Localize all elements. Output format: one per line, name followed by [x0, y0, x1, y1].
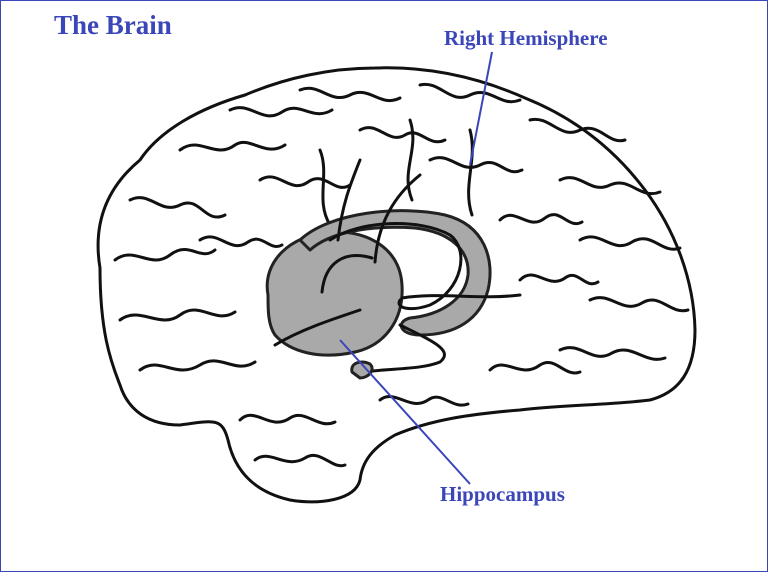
hippocampus-leader [339, 339, 471, 485]
gyrus [488, 361, 582, 375]
ventricle-line [400, 293, 522, 300]
gyrus [518, 273, 600, 286]
hippocampus-tail [363, 323, 446, 374]
gyrus [406, 118, 415, 202]
gyrus [118, 308, 237, 322]
gyrus [588, 296, 690, 313]
fornix-line [328, 222, 463, 311]
gyrus [498, 213, 584, 226]
gyrus [178, 140, 287, 152]
gyrus [138, 359, 257, 372]
gyrus [418, 82, 522, 104]
gyrus [318, 148, 332, 227]
ventricle-line [373, 173, 422, 264]
gyrus [558, 346, 667, 361]
gyrus [238, 413, 337, 426]
gyrus [258, 175, 352, 189]
gyrus [528, 117, 627, 143]
ventricle-line [320, 254, 374, 294]
gyrus [198, 235, 284, 248]
gyrus [228, 106, 334, 118]
gyrus [428, 156, 524, 174]
gyrus [253, 454, 347, 468]
hippocampus-nub [350, 360, 374, 380]
gyrus [467, 128, 474, 217]
cingulate-arc [298, 209, 492, 337]
gyrus [578, 235, 682, 251]
gyrus [113, 248, 217, 262]
gyrus [298, 86, 402, 103]
ventricle-line [273, 308, 362, 347]
right-hemisphere-leader [469, 51, 493, 166]
gyrus [128, 196, 227, 219]
gyrus [358, 126, 447, 144]
ventricle-line [336, 158, 362, 242]
gyrus [558, 176, 662, 196]
label-hippocampus: Hippocampus [440, 482, 565, 506]
diagram-title: The Brain [54, 10, 172, 40]
label-right-hemisphere: Right Hemisphere [444, 26, 608, 50]
